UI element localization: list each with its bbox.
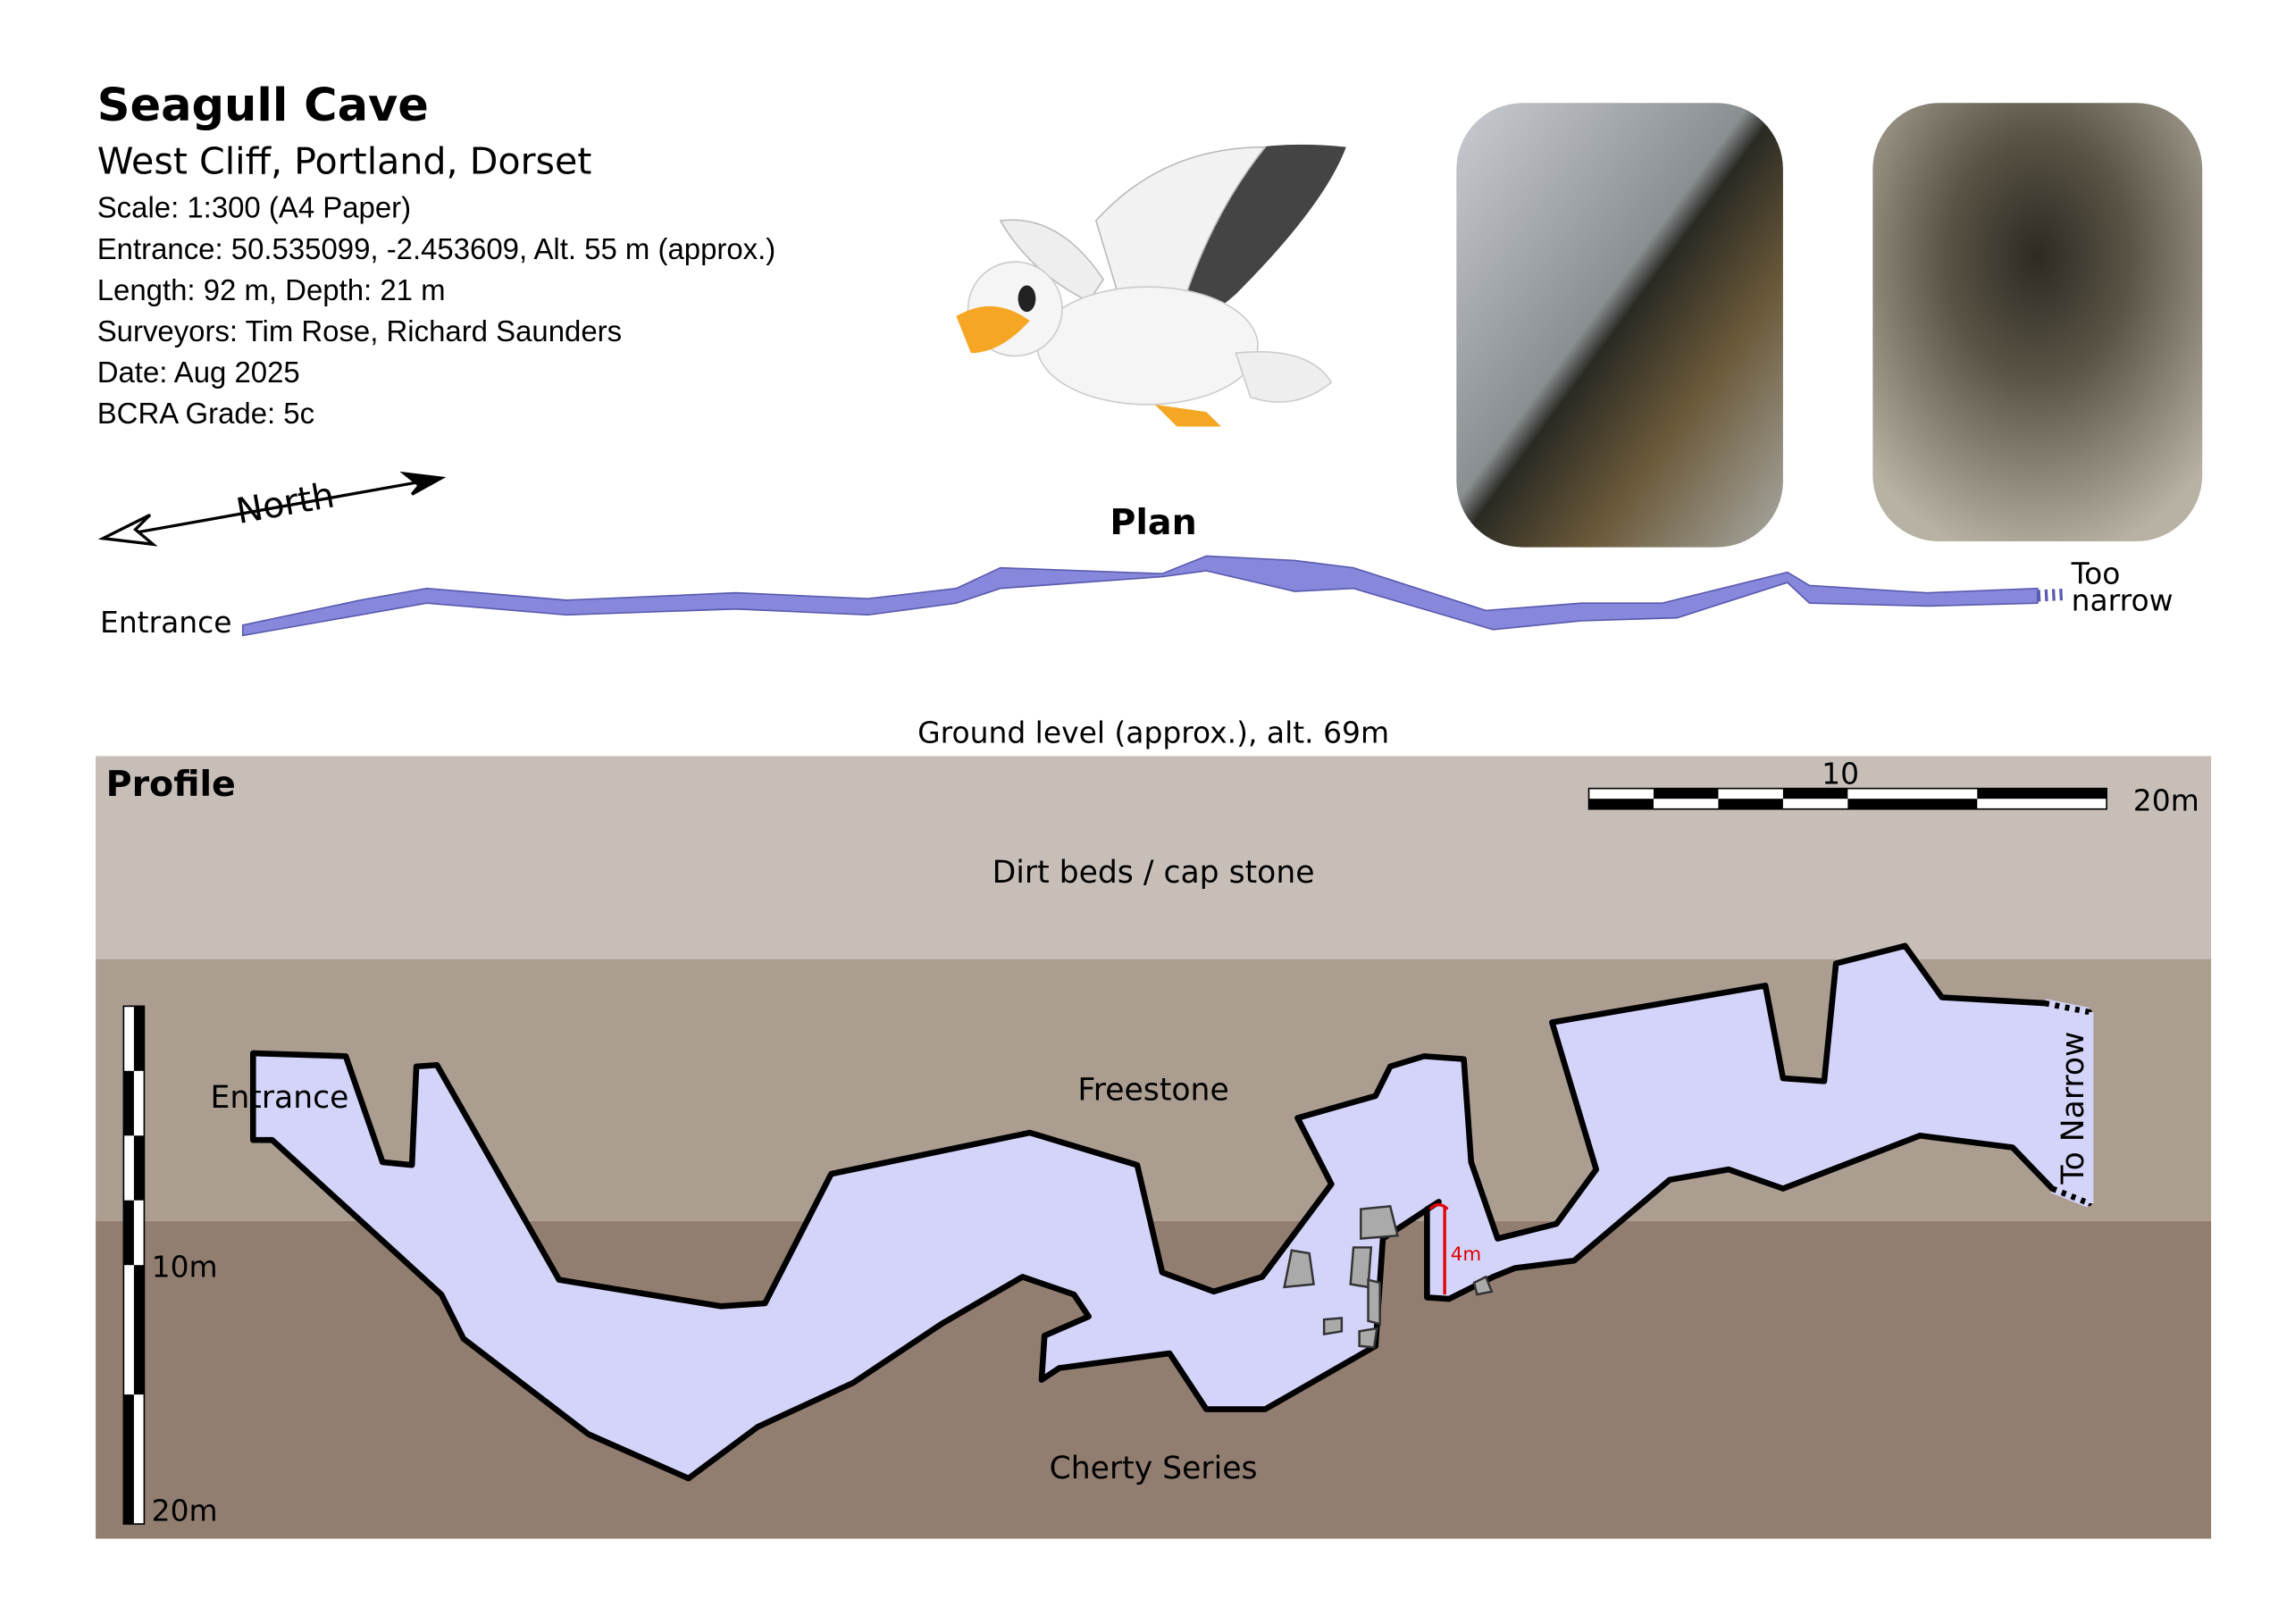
profile-entrance-label: Entrance: [211, 1080, 349, 1116]
plan-too-label: Too: [2071, 557, 2121, 591]
scale-v-mid: 10m: [152, 1249, 218, 1284]
north-label: North: [233, 474, 338, 532]
info-scale: Scale: 1:300 (A4 Paper): [97, 191, 411, 224]
cave-title: Seagull Cave: [97, 80, 429, 132]
to-narrow-label: To Narrow: [2056, 1032, 2091, 1185]
info-grade: BCRA Grade: 5c: [97, 397, 314, 430]
plan-view: North Plan Entrance Too narrow: [97, 471, 2174, 640]
cave-location: West Cliff, Portland, Dorset: [97, 139, 592, 182]
info-date: Date: Aug 2025: [97, 356, 300, 389]
scale-h-mid: 10: [1822, 757, 1859, 791]
plan-passage: [241, 555, 2039, 637]
info-surveyors: Surveyors: Tim Rose, Richard Saunders: [97, 314, 622, 347]
plan-title: Plan: [1110, 502, 1196, 543]
title-block: Seagull Cave West Cliff, Portland, Dorse…: [97, 80, 776, 430]
scale-h-end: 20m: [2133, 783, 2199, 817]
photo-cave-interior: [1872, 103, 2203, 542]
scale-v-end: 20m: [152, 1494, 218, 1528]
ground-level-label: Ground level (approx.), alt. 69m: [917, 716, 1389, 750]
pitch-label: 4m: [1451, 1243, 1481, 1266]
belay-icon: [1428, 1203, 1449, 1210]
layer-label-freestone: Freestone: [1077, 1073, 1228, 1109]
seagull-illustration: [956, 144, 1346, 427]
profile-view: Ground level (approx.), alt. 69m Profile…: [96, 716, 2212, 1539]
photo-cave-entrance: [1456, 103, 1783, 548]
vertical-scale-bar: 10m 20m: [122, 1005, 218, 1528]
profile-title: Profile: [106, 764, 236, 805]
layer-label-cherty: Cherty Series: [1050, 1451, 1258, 1486]
plan-entrance-label: Entrance: [100, 605, 232, 640]
boulders: [1283, 1204, 1494, 1349]
info-length: Length: 92 m, Depth: 21 m: [97, 273, 446, 306]
info-entrance: Entrance: 50.535099, -2.453609, Alt. 55 …: [97, 232, 776, 265]
layer-label-cap: Dirt beds / cap stone: [993, 855, 1315, 891]
plan-narrow-label: narrow: [2072, 582, 2174, 617]
north-arrow: North: [97, 471, 447, 547]
horizontal-scale-bar: 10 20m: [1587, 757, 2199, 817]
